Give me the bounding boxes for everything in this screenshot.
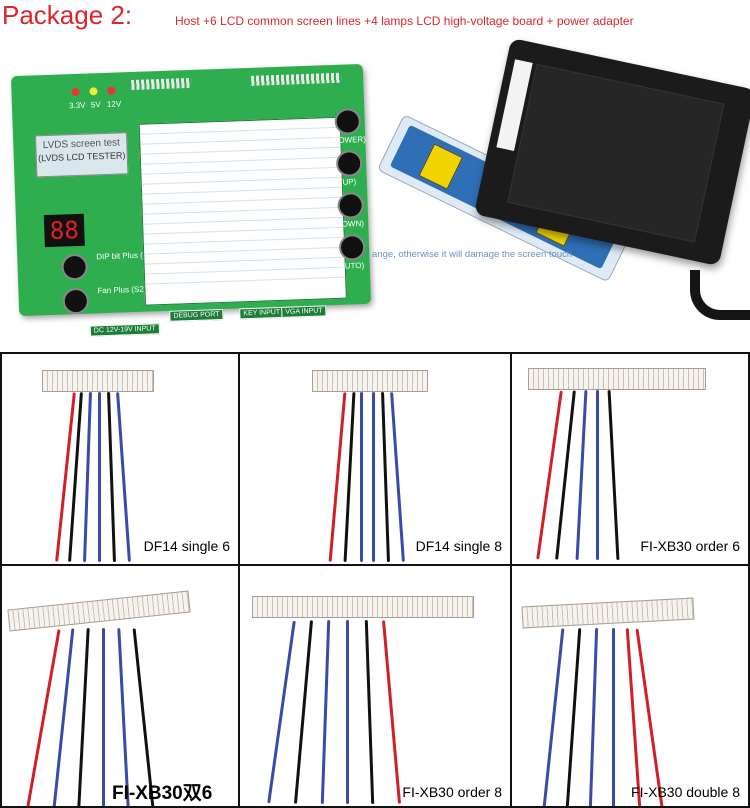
led-red <box>71 87 80 97</box>
connector <box>521 597 695 629</box>
caption: FI-XB30 order 6 <box>640 538 740 554</box>
pin-header <box>131 77 192 91</box>
caption: DF14 single 6 <box>143 538 230 554</box>
cable-cell-df14-single-8: DF14 single 8 <box>238 352 512 566</box>
button-label: (UP) <box>339 177 357 187</box>
connector <box>7 590 191 632</box>
connector <box>528 368 706 390</box>
adapter-cable <box>690 270 750 320</box>
port-label: DEBUG PORT <box>169 308 224 322</box>
resolution-table <box>138 116 347 306</box>
voltage-label: 5V <box>90 100 101 110</box>
led-yellow <box>89 87 98 96</box>
lcd-line-2: (LVDS LCD TESTER) <box>38 150 126 164</box>
power-button <box>334 108 362 135</box>
cable-cell-fi-xb30-order-8: FI-XB30 order 8 <box>238 564 512 808</box>
lvds-tester-board: 3.3V 5V 12V LVDS screen test (LVDS LCD T… <box>10 63 372 337</box>
button-label: (POWER) <box>330 134 367 146</box>
caption: FI-XB30双6 <box>112 783 213 804</box>
up-button <box>335 150 363 177</box>
fan-label: Fan Plus (S2) <box>97 284 147 296</box>
lcd-line-1: LVDS screen test <box>42 137 121 152</box>
package-description: Host +6 LCD common screen lines +4 lamps… <box>175 14 634 28</box>
caption: FI-XB30 order 8 <box>402 784 502 800</box>
product-photo-area: 3.3V 5V 12V LVDS screen test (LVDS LCD T… <box>0 37 750 352</box>
connector <box>312 370 428 392</box>
connector <box>42 370 154 392</box>
dip-button <box>61 253 89 281</box>
fan-button <box>62 287 90 315</box>
cable-cell-df14-single-6: DF14 single 6 <box>0 352 240 566</box>
port-label: DC 12V-19V INPUT <box>89 323 160 337</box>
cable-cell-fi-xb30-order-6: FI-XB30 order 6 <box>510 352 750 566</box>
pin-header <box>251 72 342 86</box>
lcd-screen: LVDS screen test (LVDS LCD TESTER) <box>34 132 129 178</box>
header: Package 2: Host +6 LCD common screen lin… <box>0 0 750 40</box>
connector <box>252 596 474 618</box>
cable-grid: DF14 single 6 DF14 single 8 FI-XB30 orde… <box>0 352 750 808</box>
adapter-face <box>507 63 725 243</box>
cable-cell-fi-xb30-double-8: FI-XB30 double 8 <box>510 564 750 808</box>
voltage-label: 3.3V <box>68 100 86 111</box>
package-title: Package 2: <box>2 0 133 30</box>
port-label: KEY INPUT <box>239 306 285 320</box>
auto-button <box>338 233 366 261</box>
seven-segment-display: 88 <box>43 213 85 248</box>
button-label: (AUTO) <box>336 261 365 271</box>
port-label: VGA INPUT <box>281 305 327 318</box>
caption: FI-XB30 double 8 <box>631 784 740 800</box>
voltage-label: 12V <box>106 99 122 109</box>
overlay-note: ange, otherwise it will damage the scree… <box>372 249 573 260</box>
cable-cell-fi-xb30-double-6: FI-XB30双6 <box>0 564 240 808</box>
caption: DF14 single 8 <box>415 538 502 554</box>
led-red <box>107 86 116 95</box>
